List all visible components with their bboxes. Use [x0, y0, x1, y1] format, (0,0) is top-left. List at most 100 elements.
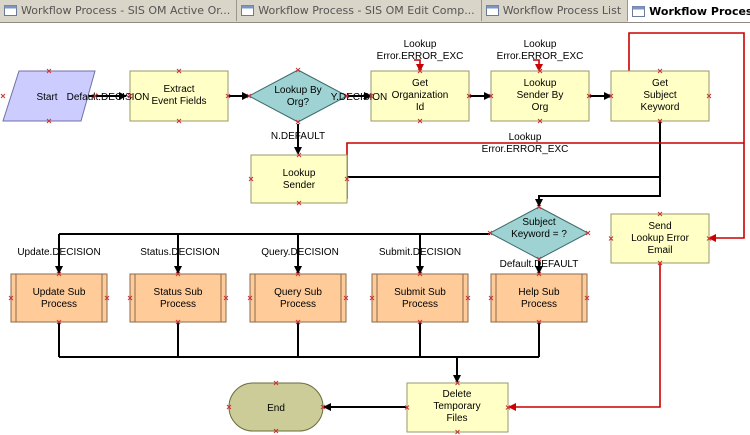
label-default-decision: Default.DECISION — [67, 92, 150, 103]
node-end[interactable]: End — [228, 382, 324, 432]
connectors — [55, 92, 661, 411]
connection-handle — [465, 295, 471, 301]
label-n-default: N.DEFAULT — [271, 131, 325, 142]
connection-handle — [296, 200, 302, 206]
label-default-default: Default.DEFAULT — [500, 259, 579, 270]
connection-handle — [369, 295, 375, 301]
connection-handle — [487, 230, 493, 236]
tab-sis-om-active-order[interactable]: Workflow Process - SIS OM Active Or... — [0, 0, 238, 21]
connection-handle — [417, 68, 423, 74]
connection-handle — [46, 68, 52, 74]
connection-handle — [176, 118, 182, 124]
connection-handle — [295, 319, 301, 325]
connection-handle — [246, 93, 252, 99]
tab-email-response[interactable]: Workflow Process - eMail Res — [628, 0, 750, 22]
label-submit-decision: Submit.DECISION — [379, 247, 461, 258]
connection-handle — [585, 230, 591, 236]
connection-handle — [46, 118, 52, 124]
connection-handle — [536, 319, 542, 325]
connection-handle — [586, 93, 592, 99]
connection-handle — [455, 429, 460, 435]
connection-handle — [273, 380, 279, 386]
connection-handle — [104, 295, 110, 301]
connection-handle — [706, 236, 712, 241]
connection-handle — [295, 119, 301, 125]
label-y-decision: Y.DECISION — [331, 92, 388, 103]
node-start[interactable]: Start — [2, 70, 96, 122]
connection-handle — [417, 118, 423, 124]
connection-handle — [536, 256, 542, 262]
connection-handle — [455, 380, 460, 386]
workflow-doc-icon — [4, 5, 17, 16]
selection-handles — [0, 67, 712, 435]
connection-handle — [176, 68, 182, 74]
connection-handle — [92, 93, 98, 99]
connection-handle — [537, 68, 543, 74]
error-edge-send-to-delete — [508, 263, 661, 411]
node-start-label: Start — [36, 92, 57, 103]
connection-handle — [706, 93, 712, 99]
connection-handle — [225, 93, 231, 99]
edge-labels: Default.DECISION Y.DECISION N.DEFAULT Lo… — [17, 39, 583, 270]
workflow-doc-icon — [632, 5, 646, 17]
tab-workflow-process-list[interactable]: Workflow Process List — [482, 0, 629, 21]
error-edge-get-subject — [628, 32, 745, 242]
tab-sis-om-edit-complex[interactable]: Workflow Process - SIS OM Edit Comp... — [237, 0, 482, 21]
tab-label: Workflow Process - eMail Res — [649, 4, 750, 18]
workflow-doc-icon — [241, 5, 255, 16]
connection-handle — [247, 295, 253, 301]
label-query-decision: Query.DECISION — [261, 247, 339, 258]
label-status-decision: Status.DECISION — [140, 247, 219, 258]
connection-handle — [56, 319, 62, 325]
connection-handle — [584, 295, 590, 301]
connection-handle — [175, 319, 181, 325]
connection-handle — [343, 295, 349, 301]
label-update-decision: Update.DECISION — [17, 247, 100, 258]
connection-handle — [536, 204, 542, 210]
connection-handle — [404, 405, 410, 410]
connection-handle — [657, 118, 663, 124]
connection-handle — [344, 176, 350, 182]
edge-get-subject-to-decision — [535, 121, 661, 207]
connection-handle — [8, 295, 14, 301]
connection-handle — [320, 404, 326, 410]
connection-handle — [417, 319, 423, 325]
connection-handle — [295, 67, 301, 73]
connection-handle — [657, 68, 663, 74]
connection-handle — [175, 271, 181, 277]
connection-handle — [537, 118, 543, 124]
connection-handle — [344, 93, 350, 99]
connection-handle — [417, 271, 423, 277]
connection-handle — [368, 93, 374, 99]
node-end-label: End — [267, 403, 285, 414]
tab-label: Workflow Process - SIS OM Edit Comp... — [258, 4, 475, 17]
connection-handle — [608, 236, 614, 241]
